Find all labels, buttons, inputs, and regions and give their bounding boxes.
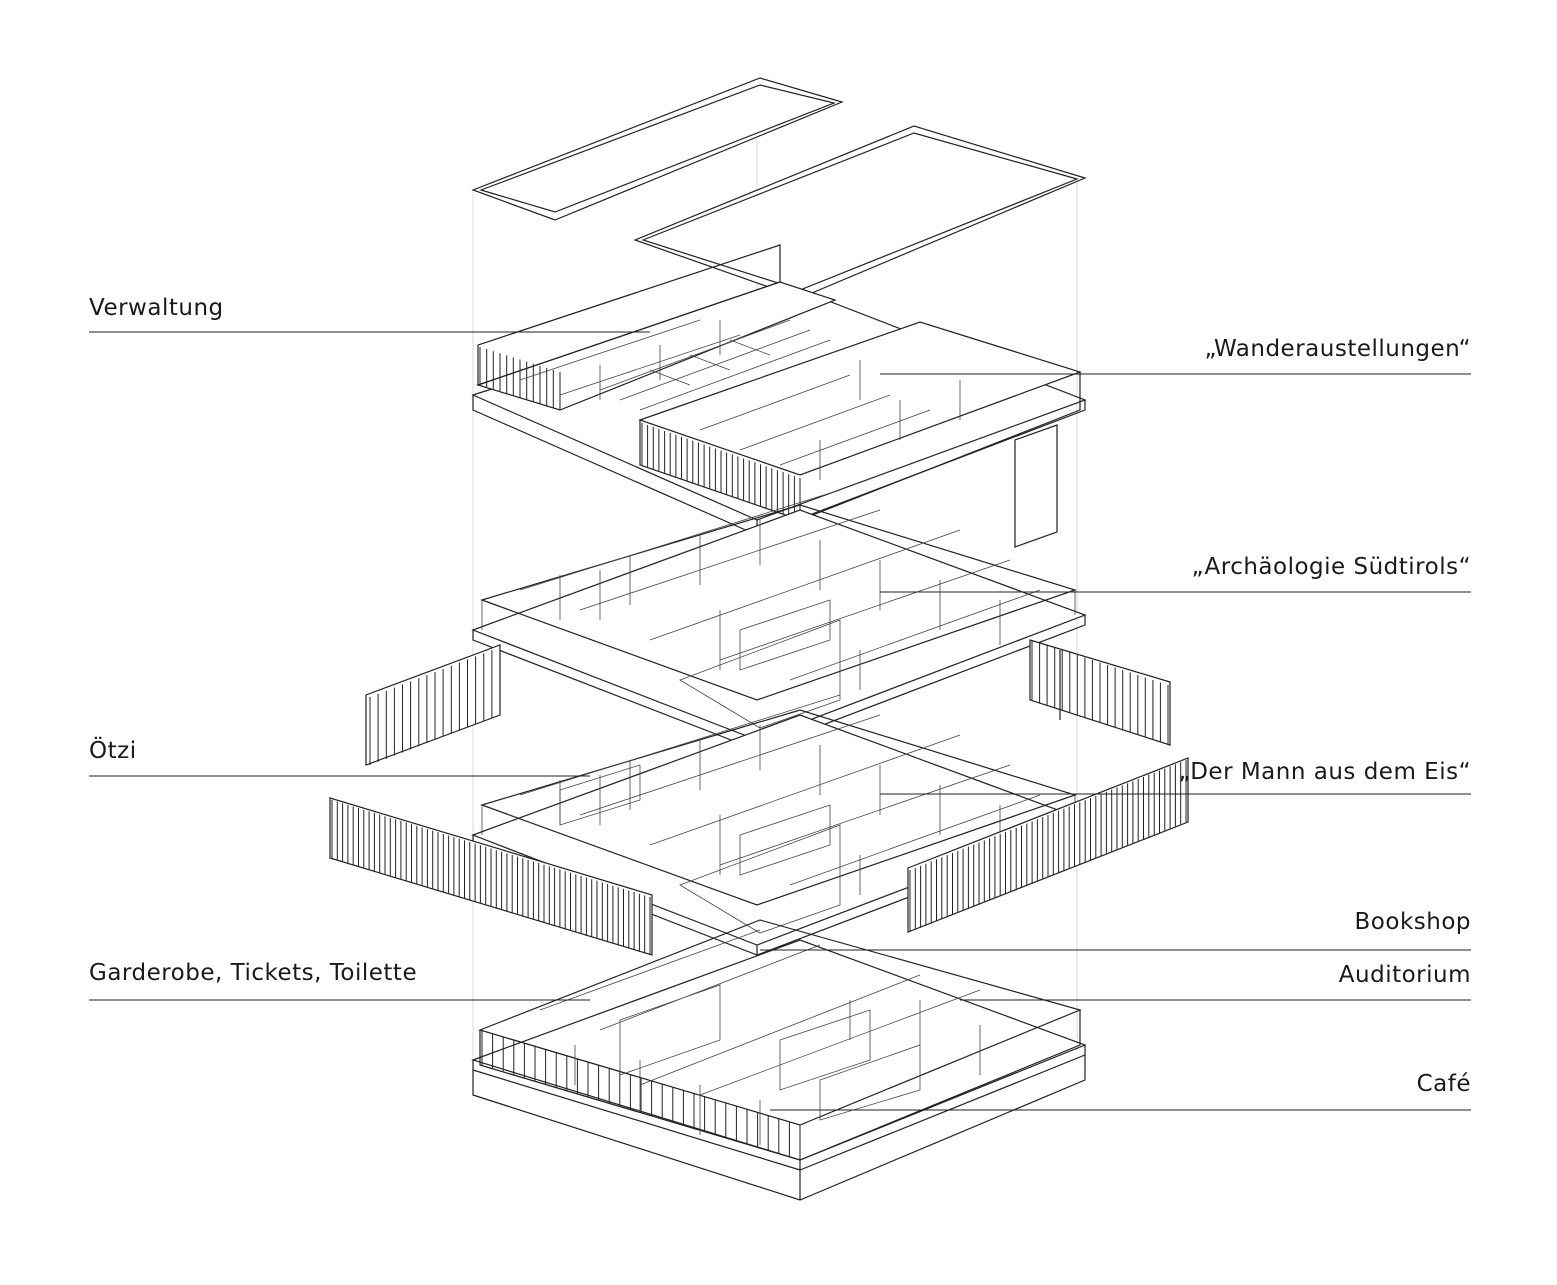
floor-third bbox=[329, 694, 1189, 956]
label-garderobe: Garderobe, Tickets, Toilette bbox=[89, 960, 418, 986]
label-oetzi: Ötzi bbox=[89, 738, 137, 764]
roof-slab-front bbox=[633, 125, 1087, 299]
label-auditorium: Auditorium bbox=[1338, 962, 1471, 988]
roof-slab-back bbox=[471, 77, 844, 221]
floor-second bbox=[365, 489, 1171, 766]
label-cafe: Café bbox=[1416, 1071, 1471, 1097]
leader-lines bbox=[89, 331, 1471, 1111]
label-archaeologie: „Archäologie Südtirols“ bbox=[1191, 554, 1471, 580]
label-verwaltung: Verwaltung bbox=[89, 295, 224, 321]
label-mann-aus-dem-eis: „Der Mann aus dem Eis“ bbox=[1178, 759, 1471, 785]
label-bookshop: Bookshop bbox=[1354, 909, 1471, 935]
floor-top bbox=[471, 244, 1087, 548]
floor-ground bbox=[471, 919, 1087, 1201]
label-wanderausstellungen: „Wanderaustellungen“ bbox=[1204, 336, 1471, 362]
